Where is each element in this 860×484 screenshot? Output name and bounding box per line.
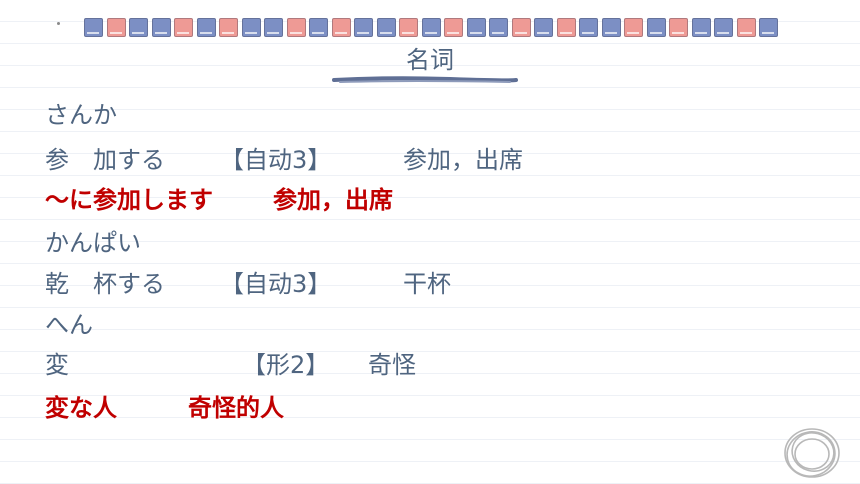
book-blue-icon xyxy=(489,18,508,37)
word-kanpai: 乾 杯する xyxy=(45,270,165,298)
book-blue-icon xyxy=(84,18,103,37)
book-blue-icon xyxy=(376,18,396,37)
reading-kanpai: かんぱい xyxy=(45,229,141,257)
reading-sanka: さんか xyxy=(45,101,117,129)
meaning-kanpai: 干杯 xyxy=(403,270,451,298)
book-red-icon xyxy=(399,18,418,37)
word-hen: 変 xyxy=(45,351,69,379)
type-kanpai: 【自动3】 xyxy=(220,270,332,298)
book-blue-icon xyxy=(264,18,283,37)
book-blue-icon xyxy=(579,18,598,37)
book-red-icon xyxy=(736,18,756,37)
example-hen: 変な人 xyxy=(45,394,117,422)
book-blue-icon xyxy=(354,18,373,37)
book-red-icon xyxy=(286,18,306,37)
example-sanka: 〜に参加します xyxy=(45,186,213,214)
book-blue-icon xyxy=(309,18,328,37)
word-sanka: 参 加する xyxy=(45,146,165,174)
book-blue-icon xyxy=(714,18,733,37)
type-sanka: 【自动3】 xyxy=(220,146,332,174)
meaning-hen: 奇怪 xyxy=(368,351,416,379)
book-red-icon xyxy=(624,18,643,37)
book-red-icon xyxy=(106,18,126,37)
book-red-icon xyxy=(556,18,576,37)
book-blue-icon xyxy=(151,18,171,37)
book-blue-icon xyxy=(646,18,666,37)
decor-dot xyxy=(57,22,60,25)
book-blue-icon xyxy=(129,18,148,37)
book-red-icon xyxy=(511,18,531,37)
book-blue-icon xyxy=(466,18,486,37)
book-red-icon xyxy=(219,18,238,37)
meaning-sanka: 参加，出席 xyxy=(403,146,523,174)
reading-hen: へん xyxy=(45,311,93,339)
book-red-icon xyxy=(174,18,193,37)
book-red-icon xyxy=(669,18,688,37)
book-blue-icon xyxy=(421,18,441,37)
example-meaning-hen: 奇怪的人 xyxy=(188,394,284,422)
book-blue-icon xyxy=(196,18,216,37)
book-blue-icon xyxy=(601,18,621,37)
title-underline xyxy=(332,76,518,83)
scribble-circle-icon xyxy=(784,428,840,478)
book-border xyxy=(84,18,784,38)
page-title: 名词 xyxy=(406,46,454,74)
book-blue-icon xyxy=(534,18,553,37)
type-hen: 【形2】 xyxy=(242,351,330,379)
book-blue-icon xyxy=(759,18,778,37)
book-blue-icon xyxy=(241,18,261,37)
book-blue-icon xyxy=(691,18,711,37)
example-meaning-sanka: 参加，出席 xyxy=(273,186,393,214)
book-red-icon xyxy=(331,18,351,37)
book-red-icon xyxy=(444,18,463,37)
